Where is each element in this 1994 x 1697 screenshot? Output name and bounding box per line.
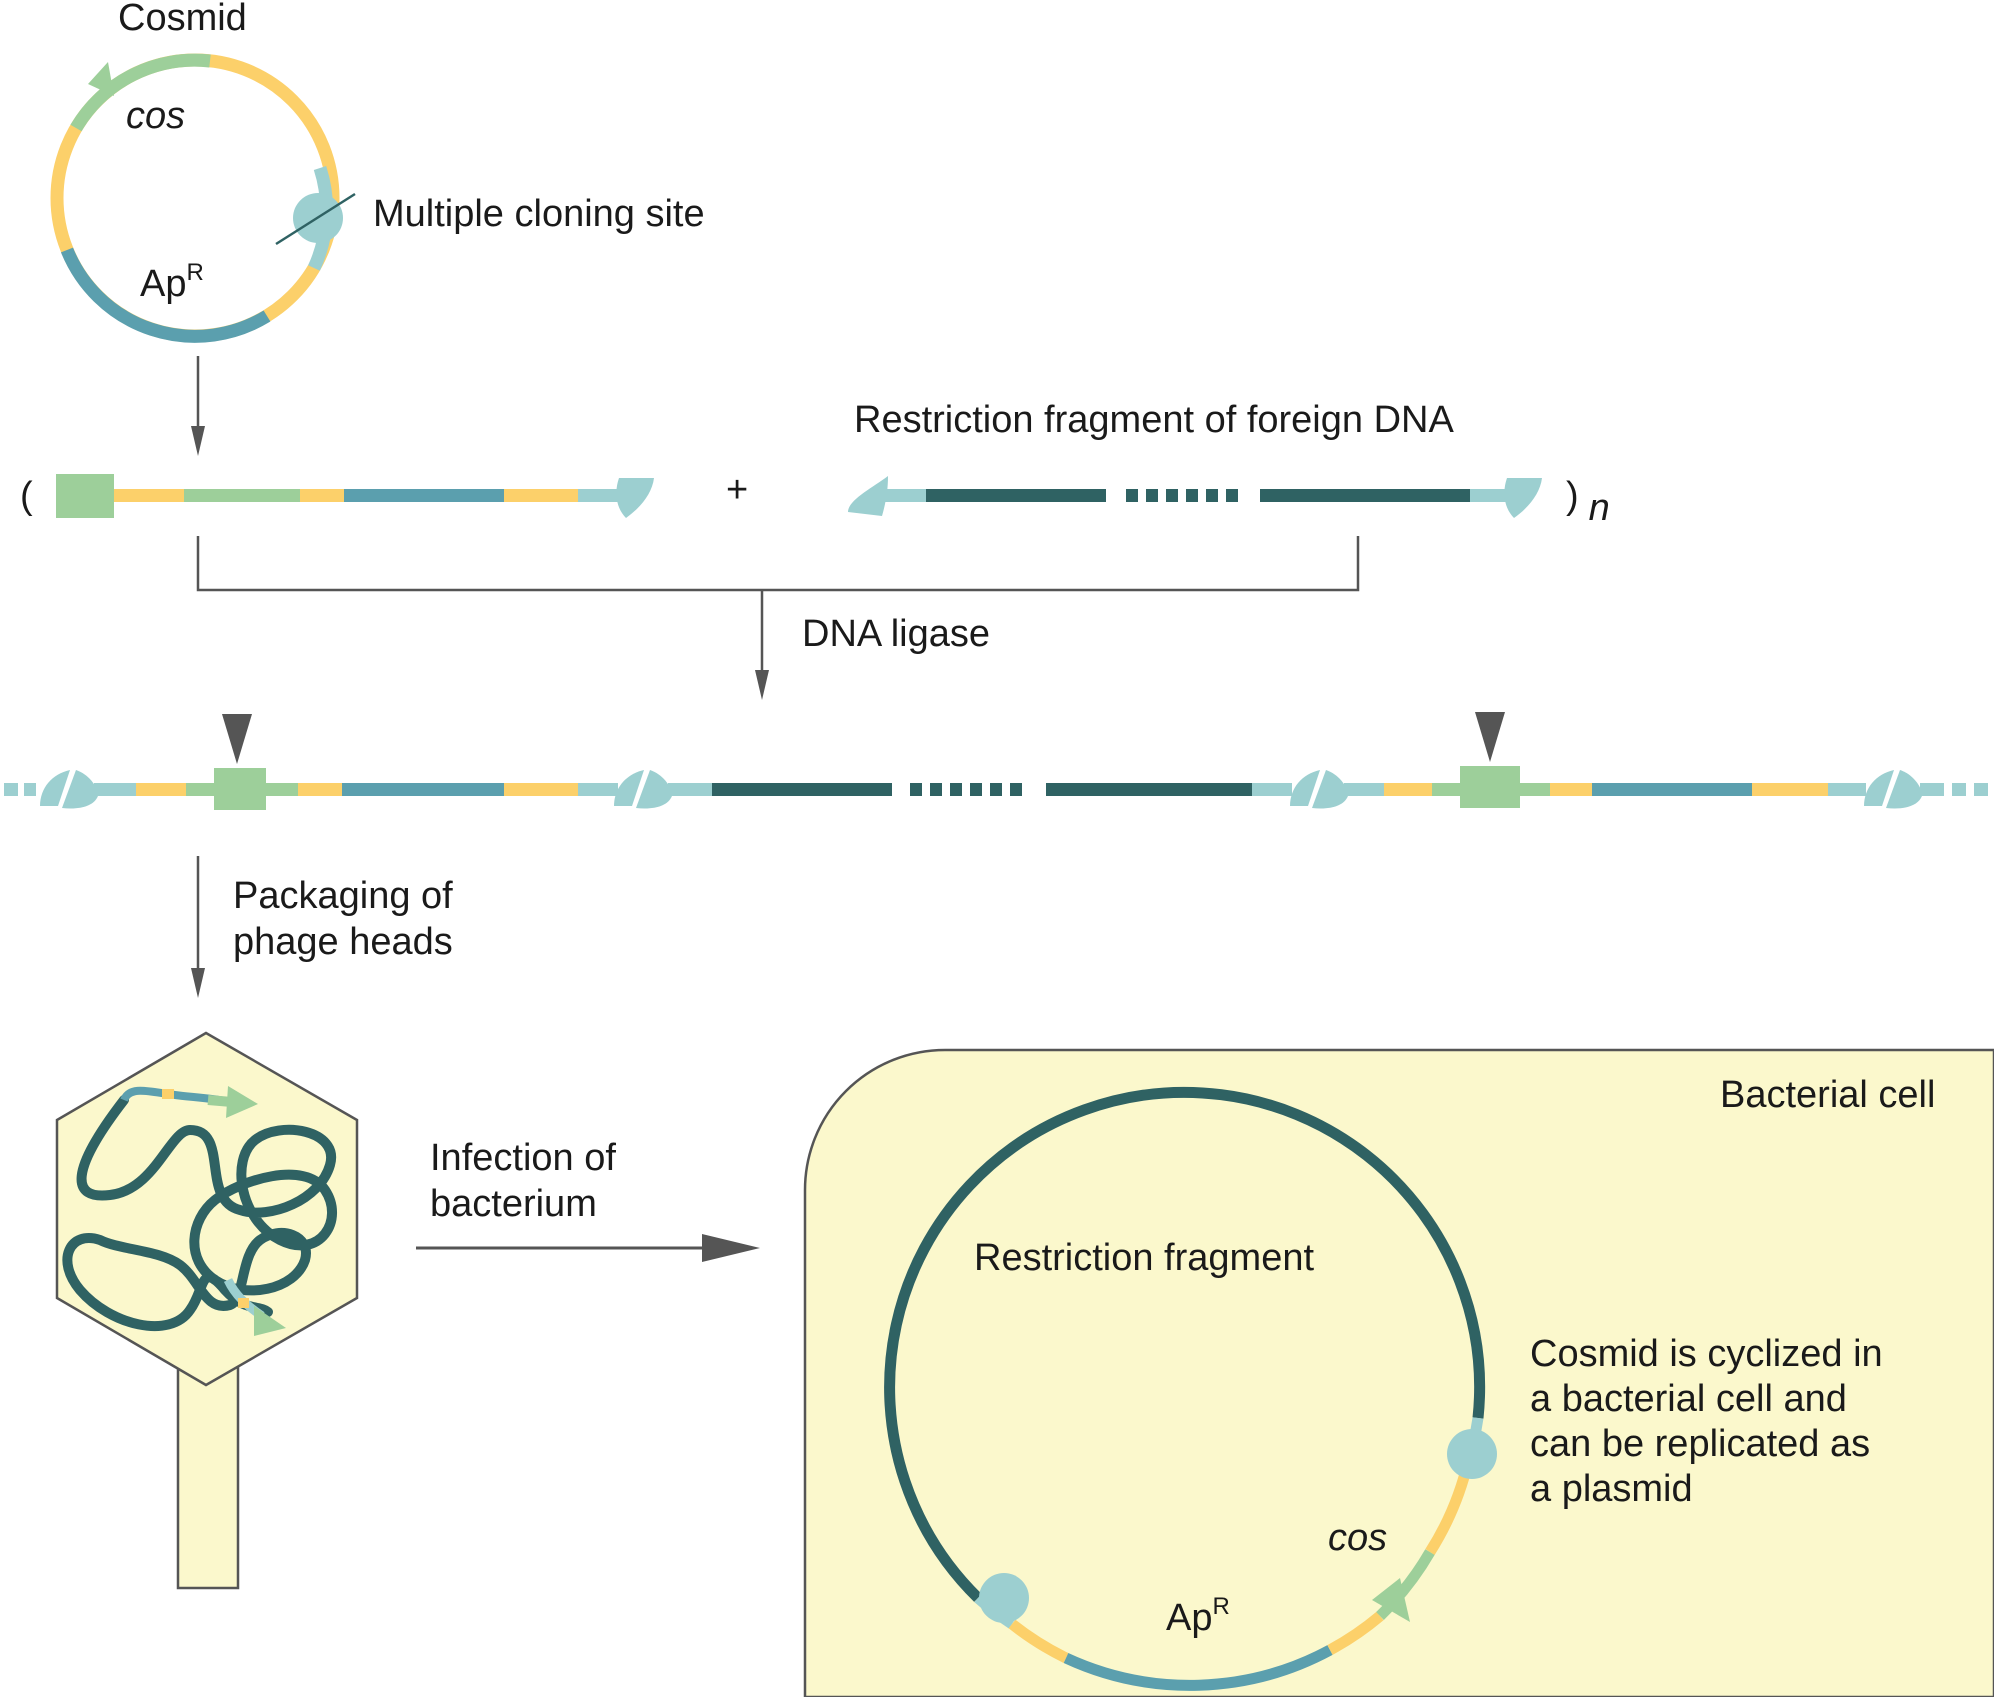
apr-label: ApR [140, 259, 204, 305]
restriction-fragment-label: Restriction fragment [974, 1237, 1314, 1279]
cos-cell-label: cos [1328, 1517, 1387, 1559]
mcs-junction-left [979, 1573, 1029, 1623]
phage-particle [55, 1031, 359, 1590]
plus-sign: + [726, 469, 748, 511]
cos-cut-marker-2 [1475, 712, 1505, 762]
cyclized-cosmid [884, 1086, 1497, 1691]
cosmid-title: Cosmid [118, 0, 247, 39]
close-paren: )n [1566, 475, 1610, 529]
bacterial-cell-label: Bacterial cell [1720, 1074, 1935, 1116]
dna-ligase-label: DNA ligase [802, 613, 990, 655]
arrow-cosmid-to-linear [191, 356, 205, 456]
cosmid-plasmid [50, 53, 356, 343]
ligation-bracket [196, 536, 1360, 700]
linearized-cosmid [56, 474, 654, 518]
cyclized-description: Cosmid is cyclized in a bacterial cell a… [1530, 1333, 1893, 1510]
mcs-cut-line [275, 192, 356, 246]
arrow-to-phage [191, 856, 205, 998]
open-paren: ( [20, 475, 33, 517]
bacterial-cell [803, 1048, 1994, 1697]
apr-cell-label: ApR [1166, 1593, 1230, 1639]
mcs-junction-right [1447, 1429, 1497, 1479]
cos-cut-marker-1 [222, 714, 252, 764]
arrow-infection [416, 1234, 760, 1262]
multiple-cloning-site-label: Multiple cloning site [373, 193, 705, 235]
foreign-dna-fragment [848, 476, 1542, 518]
concatemer [4, 712, 1988, 810]
restriction-fragment-foreign-label: Restriction fragment of foreign DNA [854, 399, 1454, 441]
cos-label: cos [126, 95, 185, 137]
